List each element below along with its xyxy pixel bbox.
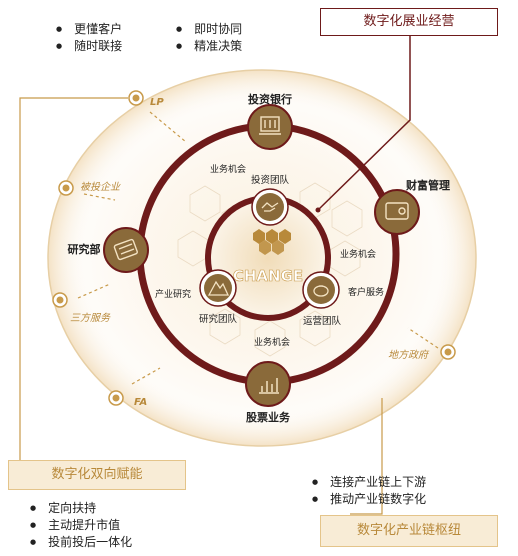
bullet-item: 主动提升市值 — [30, 517, 132, 534]
bullet-item: 即时协同 — [176, 21, 242, 38]
center-label: CHANGE — [233, 267, 303, 285]
outer-orbit-nodes — [52, 90, 456, 406]
lp-label: LP — [150, 97, 164, 108]
wealth-label: 财富管理 — [405, 178, 450, 192]
local-gov-label: 地方政府 — [388, 349, 430, 361]
title-digital-empowerment-text: 数字化双向赋能 — [51, 467, 143, 482]
left-bottom-bullets: 定向扶持 主动提升市值 投前投后一体化 — [30, 500, 132, 551]
left-bracket-line — [19, 97, 128, 460]
top-bullets-left: 更懂客户 随时联接 — [56, 21, 122, 55]
bullet-item: 随时联接 — [56, 38, 122, 55]
bullet-item: 定向扶持 — [30, 500, 132, 517]
research-team-node — [199, 269, 237, 307]
bullet-item: 精准决策 — [176, 38, 242, 55]
title-industry-hub-text: 数字化产业链枢纽 — [356, 523, 461, 538]
title-industry-hub: 数字化产业链枢纽 — [320, 515, 498, 547]
biz-opportunity-right: 业务机会 — [340, 248, 376, 260]
industry-research-label: 产业研究 — [155, 288, 191, 300]
right-bottom-bullets: 连接产业链上下游 推动产业链数字化 — [312, 474, 426, 508]
title-digital-empowerment: 数字化双向赋能 — [8, 460, 186, 490]
wallet-icon — [385, 202, 409, 220]
mountain-icon — [207, 280, 230, 296]
investment-bank-label: 投资银行 — [248, 92, 292, 106]
invested-company-label: 被投企业 — [80, 181, 121, 193]
center-circle — [208, 198, 328, 318]
investment-team-label: 投资团队 — [251, 174, 290, 186]
third-party-label: 三方服务 — [70, 312, 111, 324]
stock-node — [245, 361, 291, 407]
biz-opportunity-bottom: 业务机会 — [254, 336, 290, 348]
bullet-item: 连接产业链上下游 — [312, 474, 426, 491]
dashed-arrows — [77, 111, 439, 385]
title-digital-operation-text: 数字化展业经营 — [363, 14, 455, 29]
research-dept-node — [103, 227, 149, 273]
bullet-item: 投前投后一体化 — [30, 534, 132, 551]
operation-team-node — [302, 271, 340, 309]
investment-team-node — [251, 188, 289, 226]
biz-opportunity-top: 业务机会 — [210, 163, 246, 175]
top-connector-line — [317, 36, 411, 211]
top-bullets-right: 即时协同 精准决策 — [176, 21, 242, 55]
customer-service-label: 客户服务 — [348, 286, 384, 298]
piggy-bank-icon — [313, 285, 329, 297]
bullet-item: 推动产业链数字化 — [312, 491, 426, 508]
hexagon-pattern — [177, 182, 363, 357]
title-digital-operation: 数字化展业经营 — [320, 8, 498, 36]
investment-bank-node — [247, 104, 293, 150]
research-team-label: 研究团队 — [199, 313, 238, 325]
document-icon — [113, 238, 138, 261]
stock-label: 股票业务 — [246, 410, 291, 424]
wealth-node — [374, 189, 420, 235]
chart-icon — [259, 378, 279, 394]
right-bracket-line — [350, 398, 383, 515]
bank-icon — [259, 116, 281, 135]
bullet-item: 更懂客户 — [56, 21, 122, 38]
honeycomb-icon — [253, 229, 291, 255]
fa-label: FA — [134, 397, 147, 408]
top-connector-dot — [315, 207, 321, 213]
handshake-icon — [261, 202, 279, 212]
research-dept-label: 研究部 — [68, 242, 101, 256]
operation-team-label: 运营团队 — [303, 315, 342, 327]
